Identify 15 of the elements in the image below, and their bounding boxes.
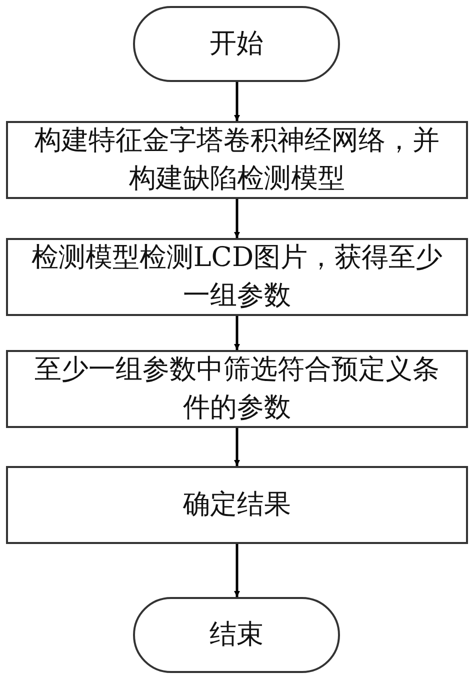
process-box: [6, 350, 468, 428]
step-text: 构建特征金字塔卷积神经网络，并构建缺陷检测模型: [34, 124, 440, 196]
step-text: 检测模型检测LCD图片，获得至少一组参数: [30, 241, 444, 313]
step-text: 结束: [208, 618, 264, 652]
arrow: [234, 82, 240, 121]
process-box: [6, 238, 468, 316]
step-text: 确定结果: [182, 488, 292, 522]
arrow: [234, 199, 240, 238]
process-box: [6, 121, 468, 199]
arrow: [234, 316, 240, 350]
arrow: [234, 544, 240, 597]
step-text: 开始: [208, 27, 264, 61]
arrow: [234, 428, 240, 466]
step-text: 至少一组参数中筛选符合预定义条件的参数: [34, 353, 440, 425]
process-box: [6, 466, 468, 544]
